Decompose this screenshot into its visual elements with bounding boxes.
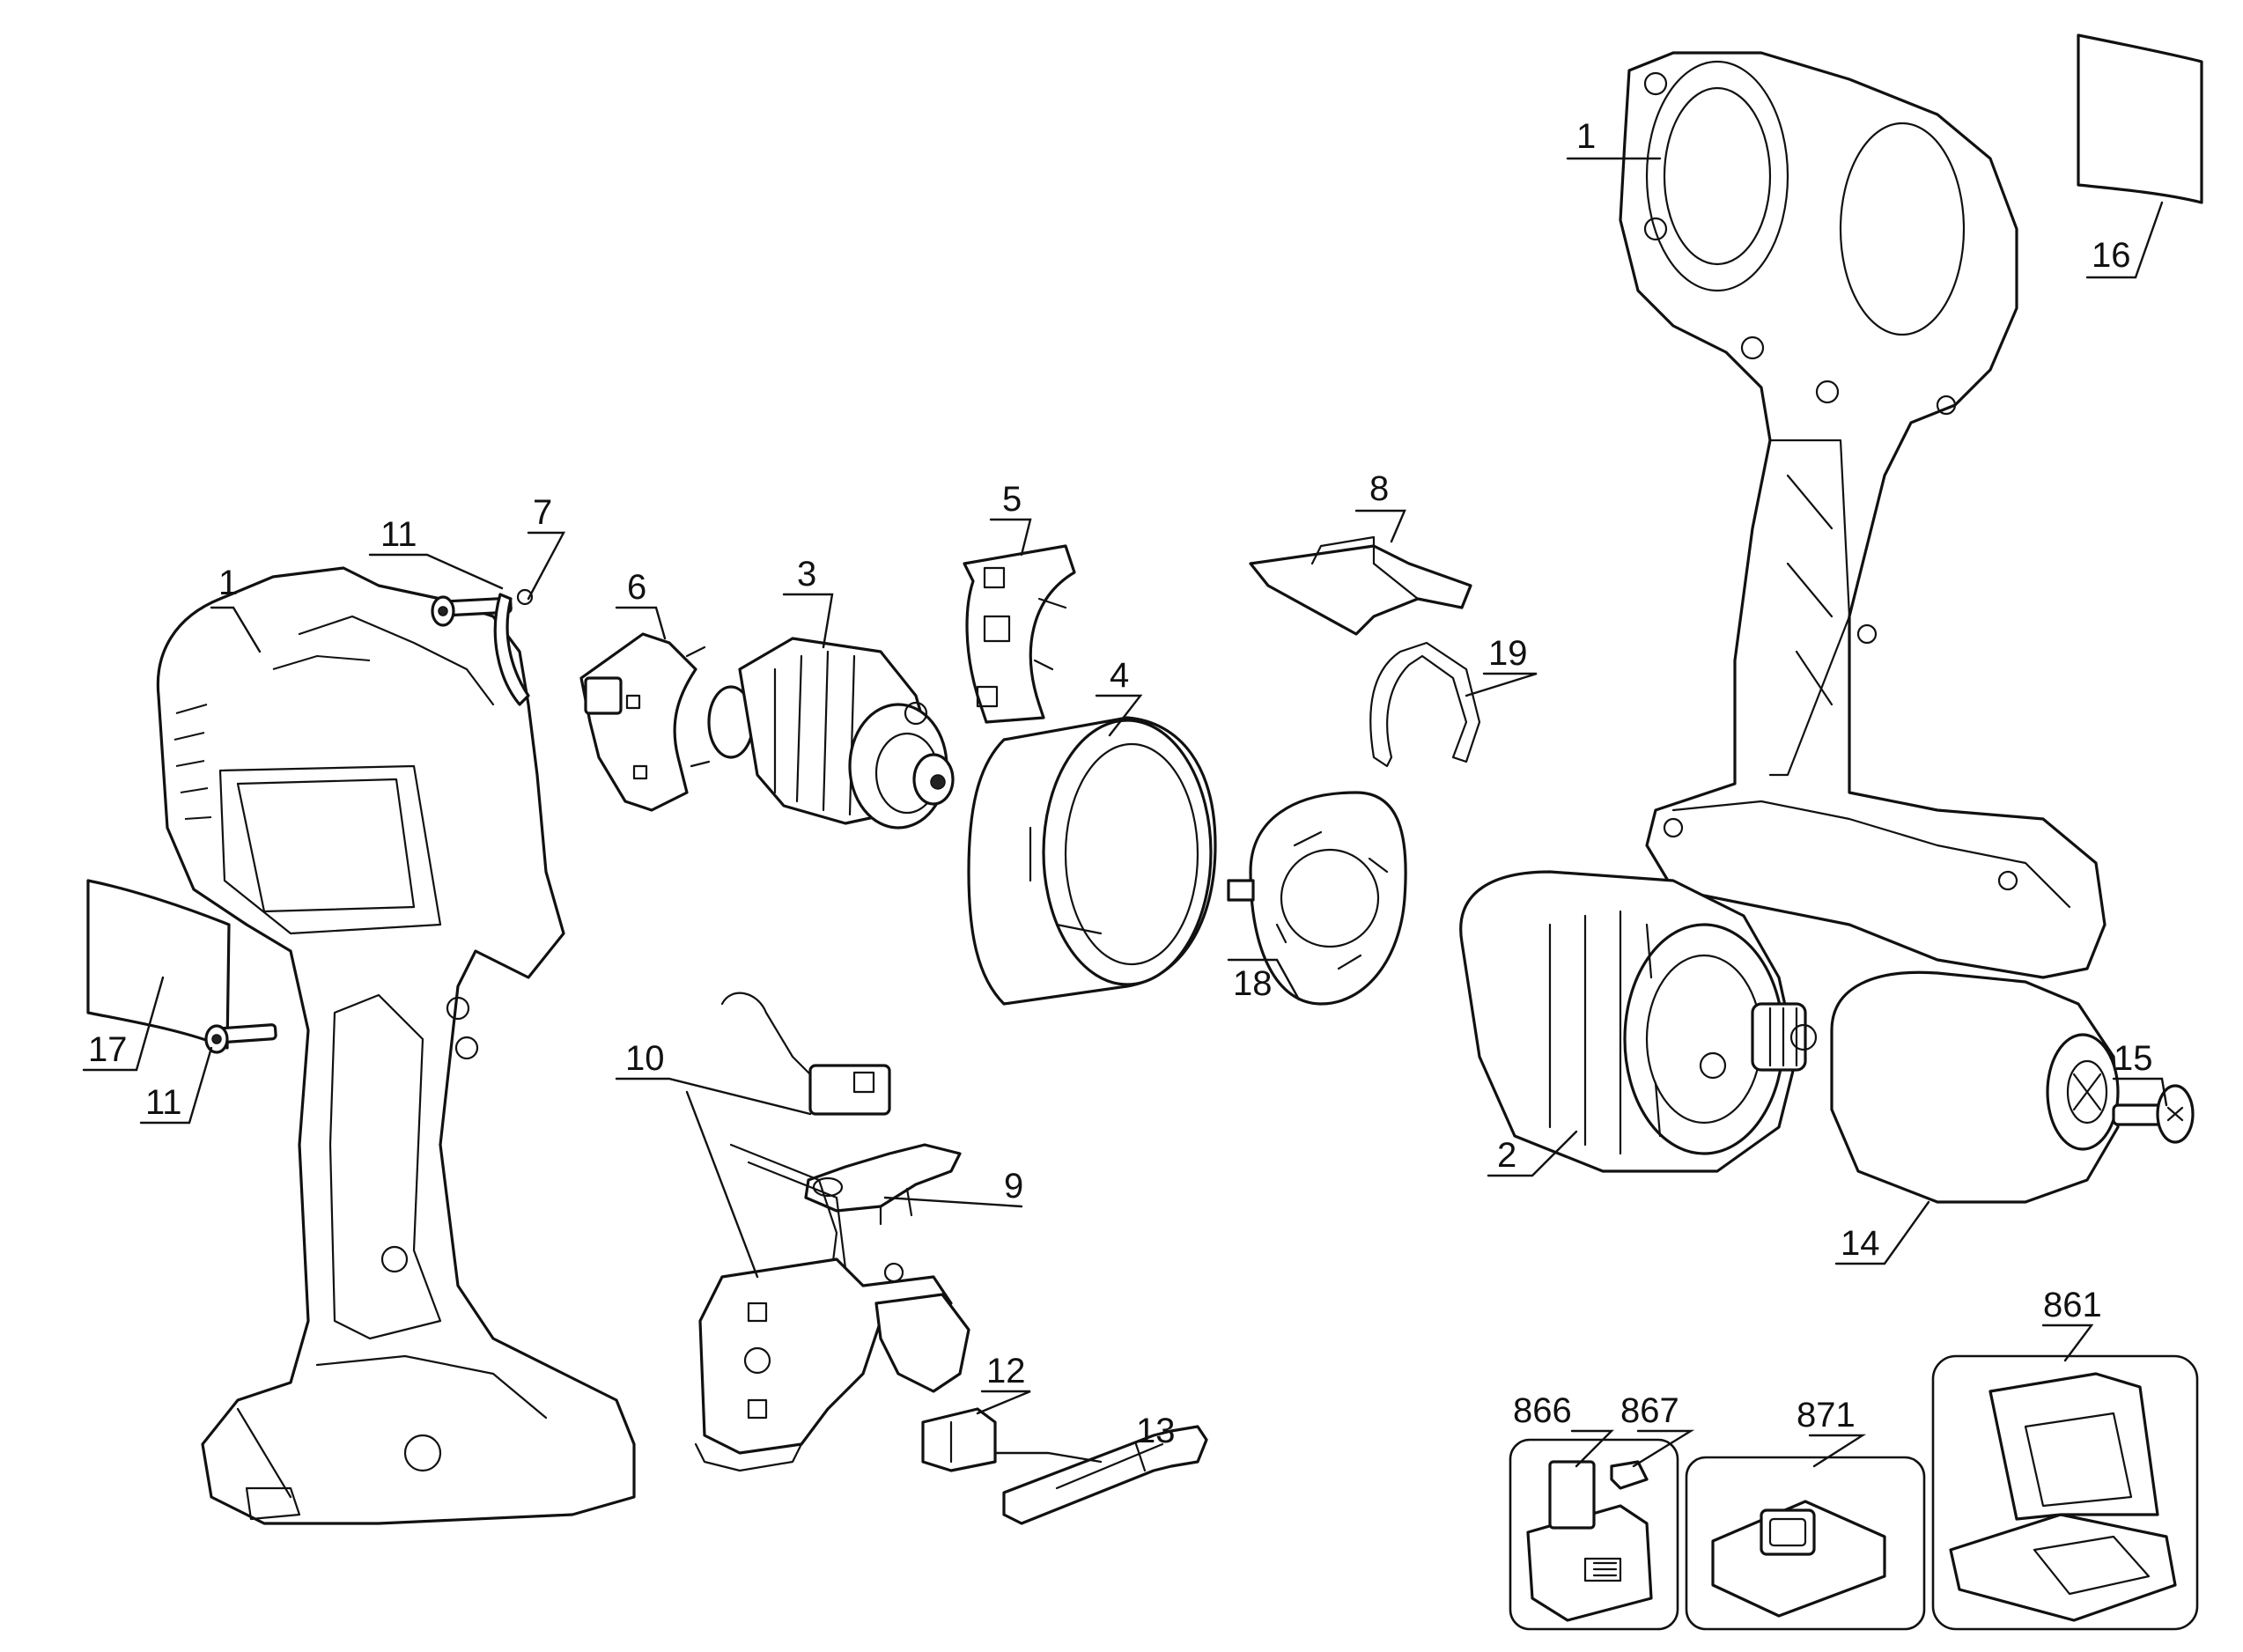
- battery-clip: [1249, 535, 1472, 636]
- armature: [707, 637, 955, 830]
- callout-3: 3: [797, 555, 816, 594]
- right-housing-half: [1619, 51, 2107, 979]
- callout-867: 867: [1620, 1391, 1679, 1430]
- charger-box: [1685, 1456, 1926, 1631]
- callout-8: 8: [1369, 469, 1389, 508]
- label-sheet-right: [2077, 33, 2203, 204]
- wire-clip: [493, 588, 534, 706]
- callout-labels: 1 11 7 6 3 5 4 8 19 18 9 10 17 11 2 14 1…: [88, 117, 2153, 1450]
- callout-10: 10: [625, 1039, 665, 1078]
- callout-1-left: 1: [218, 564, 238, 602]
- callout-5: 5: [1002, 480, 1022, 519]
- screwdriver-bit: [1002, 1425, 1208, 1525]
- callout-6: 6: [627, 568, 646, 607]
- callout-16: 16: [2092, 236, 2131, 275]
- callout-11-bottom: 11: [145, 1083, 182, 1122]
- shifter: [804, 1143, 962, 1226]
- label-sheet: [86, 879, 231, 1050]
- baffle: [1227, 791, 1407, 1006]
- callout-1-right: 1: [1576, 117, 1596, 156]
- callout-4: 4: [1110, 656, 1129, 695]
- switch-assembly: [694, 992, 970, 1472]
- spring-clip: [921, 1407, 997, 1472]
- callout-18: 18: [1233, 964, 1273, 1003]
- callout-871: 871: [1797, 1396, 1856, 1434]
- callout-11-top: 11: [380, 515, 417, 554]
- callout-17: 17: [88, 1030, 128, 1069]
- callout-15: 15: [2114, 1039, 2153, 1078]
- callout-14: 14: [1841, 1224, 1880, 1263]
- transmission: [1459, 870, 1818, 1173]
- kit-box-case: [1931, 1354, 2199, 1631]
- callout-7: 7: [533, 493, 552, 532]
- chuck: [1830, 970, 2120, 1204]
- screw-lower: [204, 1023, 277, 1054]
- chuck-screw: [2112, 1084, 2195, 1144]
- callout-13: 13: [1136, 1412, 1176, 1450]
- battery-box: [1509, 1438, 1679, 1631]
- callout-861: 861: [2043, 1286, 2102, 1324]
- brush-holder: [579, 632, 711, 812]
- battery-cap: [1610, 1460, 1649, 1490]
- callout-12: 12: [986, 1352, 1026, 1390]
- leader-lines: [82, 157, 2168, 1468]
- spring: [1369, 641, 1481, 768]
- callout-19: 19: [1488, 634, 1528, 673]
- magnet-ring: [967, 716, 1217, 1006]
- callout-9: 9: [1004, 1167, 1023, 1206]
- brush-ring: [963, 544, 1076, 724]
- callout-866: 866: [1513, 1391, 1572, 1430]
- callout-2: 2: [1497, 1136, 1516, 1175]
- left-housing-half: [156, 566, 636, 1525]
